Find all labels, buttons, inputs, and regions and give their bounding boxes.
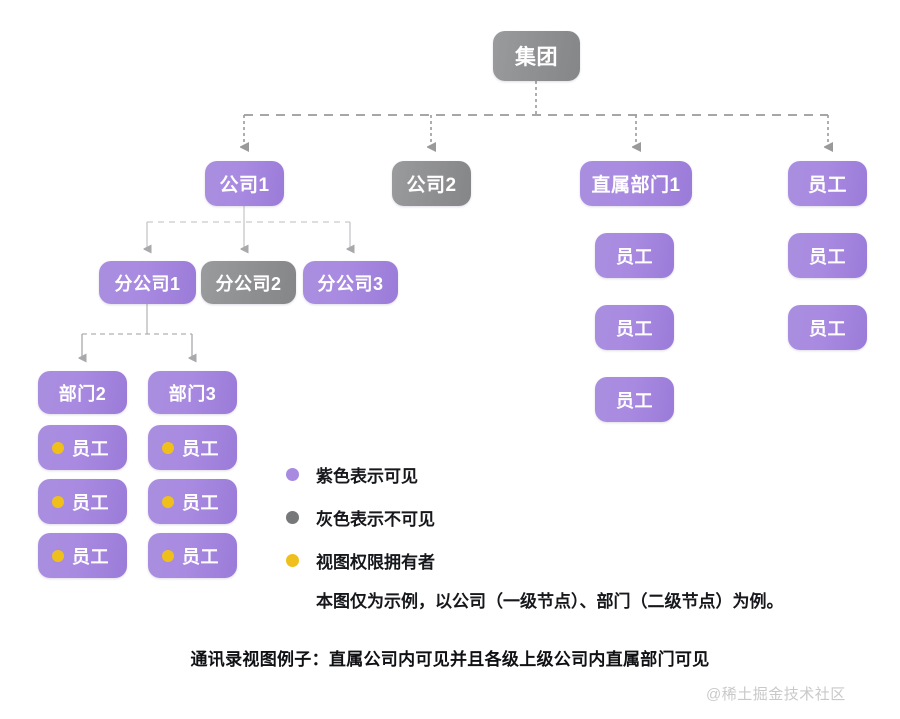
legend-label: 紫色表示可见 — [316, 466, 418, 486]
view-permission-owner-icon — [162, 441, 174, 454]
node-label: 员工 — [72, 492, 109, 513]
view-permission-owner-icon — [162, 549, 174, 562]
view-permission-owner-icon — [52, 495, 64, 508]
node-label: 分公司3 — [317, 273, 384, 294]
node-dept3-employee-1[interactable]: 员工 — [148, 425, 237, 470]
watermark: @稀土掘金技术社区 — [706, 686, 846, 703]
purple-dot-icon — [286, 467, 299, 481]
legend-item-owner: 视图权限拥有者 — [286, 544, 876, 576]
legend-label: 灰色表示不可见 — [316, 509, 435, 529]
view-permission-owner-icon — [52, 441, 64, 454]
node-label: 公司1 — [219, 175, 270, 196]
node-company-2[interactable]: 公司2 — [392, 161, 471, 206]
node-dept3-employee-3[interactable]: 员工 — [148, 533, 237, 578]
node-label: 公司2 — [406, 175, 457, 196]
node-group-root[interactable]: 集团 — [493, 31, 580, 81]
node-label: 员工 — [807, 175, 847, 196]
legend-item-visible: 紫色表示可见 — [286, 458, 876, 490]
node-subcompany-2[interactable]: 分公司2 — [201, 261, 296, 304]
node-label: 员工 — [616, 246, 653, 267]
node-label: 员工 — [809, 246, 846, 267]
node-label: 员工 — [616, 390, 653, 411]
node-dept2-employee-2[interactable]: 员工 — [38, 479, 127, 524]
view-permission-owner-icon — [52, 549, 64, 562]
node-label: 直属部门1 — [591, 175, 681, 196]
node-label: 员工 — [72, 438, 109, 459]
node-label: 部门2 — [58, 383, 107, 404]
node-label: 部门3 — [168, 383, 217, 404]
node-company-1[interactable]: 公司1 — [205, 161, 284, 206]
node-dept1-employee-2[interactable]: 员工 — [595, 305, 674, 350]
node-dept2-employee-3[interactable]: 员工 — [38, 533, 127, 578]
gray-dot-icon — [286, 510, 299, 524]
node-group-employee-2[interactable]: 员工 — [788, 233, 867, 278]
node-label: 集团 — [515, 46, 558, 69]
node-department-2[interactable]: 部门2 — [38, 371, 127, 414]
node-dept3-employee-2[interactable]: 员工 — [148, 479, 237, 524]
legend: 紫色表示可见 灰色表示不可见 视图权限拥有者 本图仅为示例，以公司（一级节点）、… — [286, 458, 876, 612]
node-group-employee-1[interactable]: 员工 — [788, 161, 867, 206]
legend-note: 本图仅为示例，以公司（一级节点）、部门（二级节点）为例。 — [316, 592, 784, 611]
node-label: 员工 — [809, 318, 846, 339]
node-department-3[interactable]: 部门3 — [148, 371, 237, 414]
legend-item-hidden: 灰色表示不可见 — [286, 501, 876, 533]
legend-label: 视图权限拥有者 — [316, 552, 435, 572]
node-label: 员工 — [72, 546, 109, 567]
diagram-caption: 通讯录视图例子：直属公司内可见并且各级上级公司内直属部门可见 — [190, 650, 710, 669]
node-subcompany-1[interactable]: 分公司1 — [99, 261, 196, 304]
node-label: 员工 — [182, 438, 219, 459]
yellow-dot-icon — [286, 553, 299, 567]
view-permission-owner-icon — [162, 495, 174, 508]
node-label: 员工 — [616, 318, 653, 339]
node-label: 员工 — [182, 546, 219, 567]
node-subcompany-3[interactable]: 分公司3 — [303, 261, 398, 304]
node-label: 分公司2 — [215, 273, 282, 294]
node-direct-department-1[interactable]: 直属部门1 — [580, 161, 692, 206]
node-dept2-employee-1[interactable]: 员工 — [38, 425, 127, 470]
node-label: 员工 — [182, 492, 219, 513]
node-group-employee-3[interactable]: 员工 — [788, 305, 867, 350]
node-dept1-employee-3[interactable]: 员工 — [595, 377, 674, 422]
node-label: 分公司1 — [114, 273, 181, 294]
node-dept1-employee-1[interactable]: 员工 — [595, 233, 674, 278]
